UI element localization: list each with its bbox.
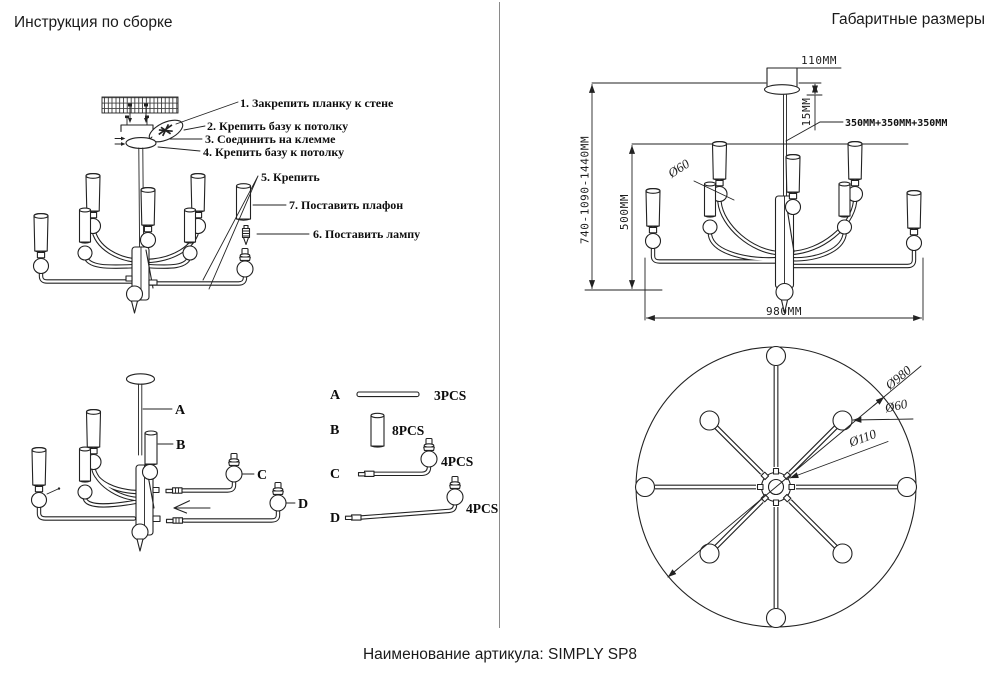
- mounting-bracket: [120, 115, 154, 133]
- dim-canopy-height: 15MM: [800, 98, 813, 127]
- part-a-bar: [356, 391, 420, 398]
- part-b-tube: [370, 412, 385, 448]
- chandelier-body: [125, 246, 158, 314]
- step-label-7: 7. Поставить плафон: [289, 198, 403, 212]
- exploded-label-d: D: [298, 497, 308, 512]
- parts-qty-c: 4PCS: [441, 454, 473, 469]
- arm-tube-left: [77, 446, 93, 500]
- step-label-5: 5. Крепить: [261, 170, 320, 184]
- brick-wall-hatch: [101, 96, 179, 114]
- partial-arms: [36, 466, 143, 521]
- insert-direction-arrow: [173, 500, 211, 514]
- step-leader-lines: [157, 101, 310, 290]
- candle-upper-center: [139, 187, 157, 249]
- candle-far-right: [905, 190, 923, 252]
- dim-hub-diameter-top: Ø110: [846, 426, 879, 450]
- candle-far-left: [644, 188, 662, 250]
- lamp-bulb: [241, 224, 251, 246]
- canopy: [125, 137, 157, 149]
- tube-part-b: [144, 430, 158, 466]
- canopy: [763, 67, 801, 95]
- front-dimension-drawing: 740-1090-1440MM 500MM 110MM 15MM 350MM+3…: [579, 54, 947, 322]
- chandelier-body: [774, 195, 795, 314]
- dim-shade-diameter-front: Ø60: [664, 156, 692, 182]
- canopy: [125, 373, 156, 385]
- ball-pointer: [46, 488, 59, 495]
- rod-part-a: [138, 383, 143, 456]
- dim-overall-height: 740-1090-1440MM: [579, 136, 592, 244]
- parts-id-d: D: [330, 511, 340, 526]
- bare-socket-arm: [236, 247, 254, 278]
- parts-qty-b: 8PCS: [392, 423, 424, 438]
- parts-id-c: C: [330, 467, 340, 482]
- step-label-2: 2. Крепить базу к потолку: [207, 119, 348, 133]
- parts-qty-a: 3PCS: [434, 388, 466, 403]
- dim-shade-diameter-top: Ø60: [883, 396, 909, 416]
- lamp-positions: [634, 345, 918, 629]
- finial-spike: [130, 300, 139, 314]
- arm-tube-right: [182, 207, 198, 261]
- parts-qty-d: 4PCS: [466, 501, 498, 516]
- arm-part-d: [165, 481, 287, 524]
- exploded-label-b: B: [176, 438, 185, 453]
- shade-part: [235, 183, 252, 221]
- candle-far-left: [30, 447, 48, 509]
- part-d-arm: [344, 475, 464, 521]
- dim-outer-diameter-top: Ø980: [881, 362, 914, 393]
- step-label-3: 3. Соединить на клемме: [205, 132, 336, 146]
- body-ball: [125, 285, 144, 303]
- page-title-right: Габаритные размеры: [831, 11, 985, 28]
- parts-list: A 3PCS B 8PCS C 4PCS D: [330, 388, 498, 526]
- arm-tube-left: [77, 207, 93, 261]
- dim-rod-sections: 350MM+350MM+350MM: [845, 118, 947, 129]
- chandelier-body: [131, 464, 161, 552]
- part-c-arm: [357, 437, 438, 477]
- step-label-4: 4. Крепить базу к потолку: [203, 145, 344, 159]
- hub-diameter-leader: [789, 441, 889, 479]
- dim-fixture-height: 500MM: [618, 194, 631, 230]
- spokes: [655, 366, 897, 608]
- arm-part-c: [165, 452, 243, 494]
- shade-diameter-leader: [693, 180, 735, 201]
- step-label-6: 6. Поставить лампу: [313, 227, 420, 241]
- body-top-ball: [141, 463, 159, 481]
- arm-tube-right: [836, 181, 853, 235]
- shade-diameter-leader: [852, 416, 914, 423]
- page-title-left: Инструкция по сборке: [14, 14, 173, 31]
- top-view-drawing: Ø980 Ø60 Ø110: [634, 345, 922, 629]
- candle-far-left: [32, 213, 50, 275]
- candle-center: [784, 154, 802, 216]
- canopy-screw-marks: [114, 136, 126, 146]
- exploded-view-drawing: A B: [30, 373, 308, 552]
- chandelier-arms: [650, 199, 917, 269]
- rod-sections-leader: [785, 121, 844, 142]
- exploded-label-a: A: [175, 403, 186, 418]
- exploded-label-c: C: [257, 468, 267, 483]
- dim-canopy-width: 110MM: [801, 54, 837, 67]
- step-label-1: 1. Закрепить планку к стене: [240, 96, 394, 110]
- arm-tube-left: [702, 181, 718, 235]
- chandelier-arms: [38, 225, 248, 286]
- width-extent-lines: [644, 257, 924, 321]
- article-name: Наименование артикула: SIMPLY SP8: [362, 646, 638, 663]
- parts-id-b: B: [330, 423, 339, 438]
- assembly-instruction-drawing: 1. Закрепить планку к стене 2. Крепить б…: [32, 96, 420, 314]
- parts-id-a: A: [330, 388, 341, 403]
